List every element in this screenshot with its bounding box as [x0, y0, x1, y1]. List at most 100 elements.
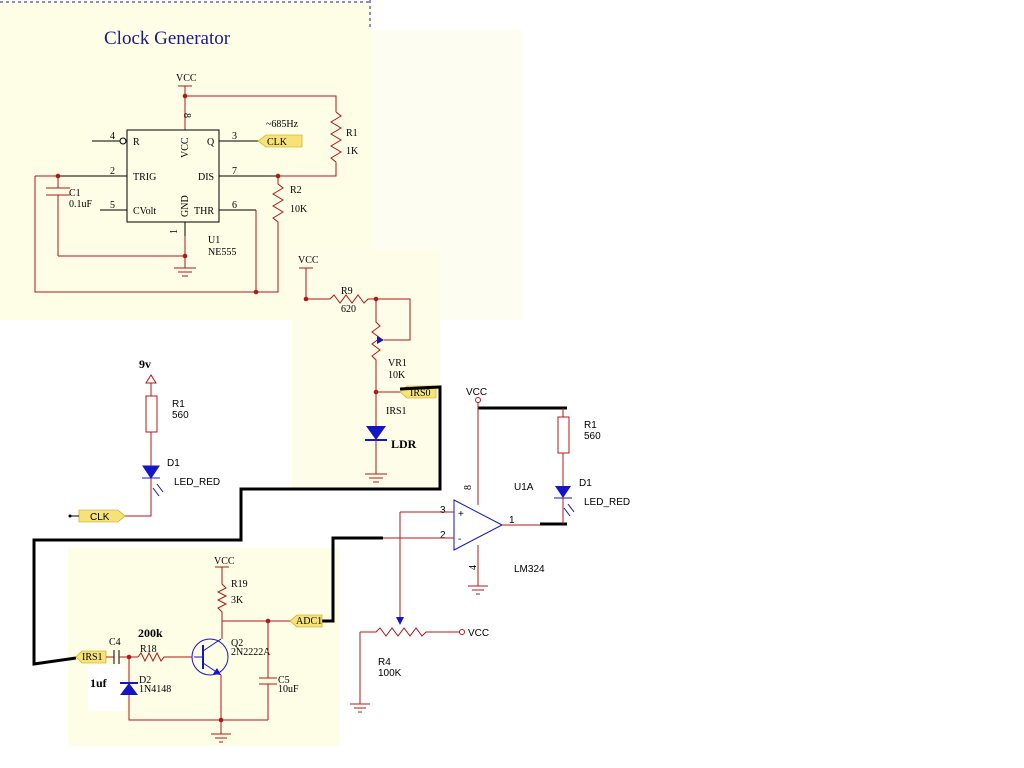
- vr1-wiper-loop-wire: [376, 298, 411, 341]
- left-led-icon: [142, 465, 160, 479]
- r18-value-note: 200k: [138, 626, 163, 640]
- noninverting-sign: +: [458, 509, 464, 520]
- clk-tag-dot: [68, 514, 72, 518]
- r2-resistor-symbol: [272, 176, 284, 290]
- r4-value-label: 100K: [378, 668, 402, 679]
- ldr-label: LDR: [391, 437, 417, 451]
- pin-7-number: 7: [232, 166, 237, 177]
- r4-ref-label: R4: [378, 657, 391, 668]
- pin-thr-label: THR: [194, 206, 214, 217]
- junction: [182, 253, 188, 259]
- right-d1-part-label: LED_RED: [584, 497, 630, 508]
- pin4-inversion-bubble: [119, 137, 127, 145]
- pin-4-number: 4: [468, 565, 479, 570]
- inverting-sign: -: [458, 534, 461, 545]
- right-r1-ref-label: R1: [584, 420, 597, 431]
- comp-vcc-label: VCC: [466, 387, 487, 398]
- r9-value-label: 620: [341, 304, 356, 315]
- r4-vcc-terminal: [459, 629, 465, 635]
- r4-potentiometer-symbol: [360, 627, 460, 637]
- amp-irs1-net-tag-label: IRS1: [82, 652, 103, 663]
- bus-wires: [32, 385, 567, 666]
- pin-6-number: 6: [232, 200, 237, 211]
- ground-symbol: [174, 267, 196, 277]
- pin-cvolt-label: CVolt: [133, 206, 156, 217]
- led-emission-arrow-icon: [563, 507, 571, 517]
- q2-ref-label: Q2: [231, 638, 243, 649]
- trig-thr-loop-wire: [34, 176, 279, 293]
- r18-ref-label: R18: [140, 644, 157, 655]
- c1-ref-label: C1: [69, 188, 81, 199]
- pin-8-number: 8: [181, 113, 192, 118]
- r1-ref-label: R1: [346, 128, 358, 139]
- pin-8-number: 8: [463, 485, 474, 490]
- right-r1-value-label: 560: [584, 431, 601, 442]
- pin-5-number: 5: [110, 200, 115, 211]
- pin-1-number: 1: [509, 515, 515, 526]
- left-clk-net-tag-label: CLK: [90, 512, 110, 523]
- d2-diode-icon: [120, 683, 138, 695]
- supply-arrow-icon: [145, 374, 157, 384]
- pin-vcc-label: VCC: [180, 137, 191, 158]
- left-r1-value-label: 560: [172, 410, 189, 421]
- pin-q-label: Q: [207, 137, 215, 148]
- ground-symbol: [365, 473, 387, 483]
- pin-gnd-label: GND: [180, 195, 191, 217]
- vr1-potentiometer-symbol: [371, 299, 381, 392]
- pin-dis-label: DIS: [198, 172, 214, 183]
- led-emission-arrow-icon: [567, 503, 575, 513]
- sensor-vcc-label: VCC: [298, 255, 319, 266]
- r9-resistor-symbol: [306, 294, 376, 304]
- pin-3-number: 3: [440, 505, 446, 516]
- right-led-icon: [555, 486, 571, 498]
- r19-value-label: 3K: [231, 595, 244, 606]
- ldr-diode-icon: [366, 426, 386, 440]
- supply-9v-label: 9v: [139, 357, 151, 371]
- c1-value-label: 0.1uF: [69, 199, 93, 210]
- lm324-opamp-body: [453, 499, 504, 551]
- right-d1-ref-label: D1: [579, 478, 592, 489]
- q2-emitter-arrow-icon: [213, 668, 221, 675]
- u1-ref-label: U1: [208, 235, 220, 246]
- vcc-to-r1-wire: [185, 95, 337, 112]
- pin-trig-label: TRIG: [133, 172, 156, 183]
- r2-value-label: 10K: [290, 204, 308, 215]
- q2-transistor-icon: [191, 638, 229, 676]
- r4-vcc-label: VCC: [468, 628, 489, 639]
- led-emission-arrow-icon: [156, 483, 164, 493]
- adc1-net-tag-label: ADC1: [296, 616, 322, 627]
- clk-net-tag: [257, 134, 303, 148]
- irs-bus-wire: [32, 385, 442, 666]
- led-to-clk-wire: [125, 478, 152, 517]
- u1-part-label: NE555: [208, 247, 236, 258]
- pin-1-number: 1: [169, 229, 180, 234]
- c4-value-note: 1uf: [90, 676, 108, 690]
- clock-generator-section: Clock Generator VCC R1 1K R TRIG CVolt Q…: [34, 28, 359, 295]
- irs0-net-tag-label: IRS0: [410, 388, 431, 399]
- r18-resistor-symbol: [137, 651, 194, 663]
- r19-resistor-symbol: [216, 567, 228, 639]
- left-d1-ref-label: D1: [167, 458, 180, 469]
- d2-part-label: 1N4148: [139, 684, 171, 695]
- c5-ref-label: C5: [278, 675, 290, 686]
- amp-vcc-label: VCC: [214, 556, 235, 567]
- r1-resistor-symbol: [330, 111, 342, 163]
- r9-ref-label: R9: [341, 286, 353, 297]
- pin-2-number: 2: [440, 530, 446, 541]
- background-panels: [0, 0, 522, 746]
- r1-value-label: 1K: [346, 146, 359, 157]
- r4-wiper-arrow-icon: [396, 617, 404, 625]
- junction: [218, 717, 224, 723]
- q2-collector-lead: [202, 638, 222, 652]
- left-r1-ref-label: R1: [172, 399, 185, 410]
- lm324-part-label: LM324: [514, 564, 545, 575]
- vr1-ref-label: VR1: [388, 358, 407, 369]
- vr1-value-label: 10K: [388, 370, 406, 381]
- pin-r-label: R: [133, 137, 140, 148]
- q2-part-label: 2N2222A: [231, 647, 271, 658]
- frequency-label: ~685Hz: [266, 119, 299, 130]
- adc-bus-wire: [322, 536, 383, 623]
- comp-vcc-terminal: [475, 397, 481, 403]
- pin-3-number: 3: [232, 131, 237, 142]
